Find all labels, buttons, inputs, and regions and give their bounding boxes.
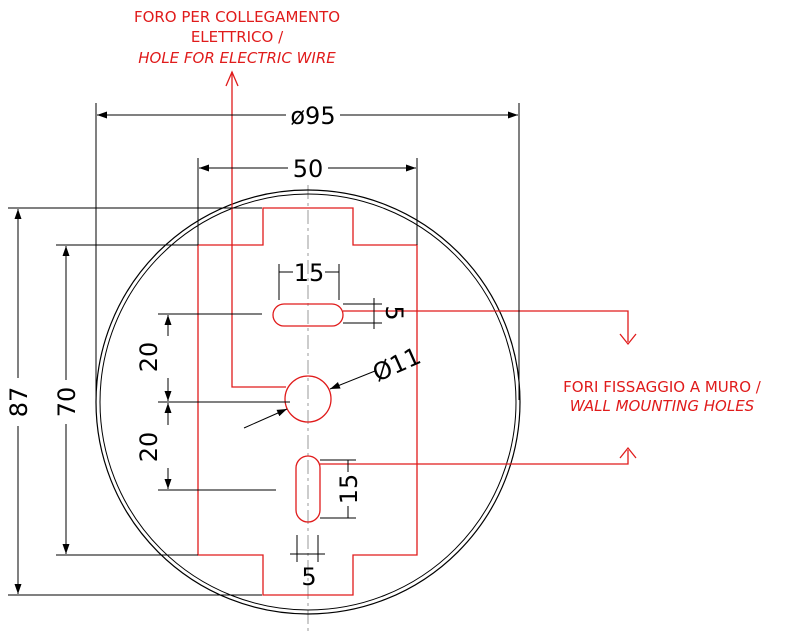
outer-circle-inner-edge [99,193,517,611]
dim-15-bottom-label: 15 [335,474,363,505]
dim-5-top-label: 5 [380,305,408,320]
top-slot-leader-arrowhead [619,333,637,346]
dim-70-label: 70 [53,387,81,418]
dim-95-label: ø95 [290,102,335,130]
outer-circle [95,189,521,615]
note-electric-hole-line2: ELETTRICO / [191,28,284,46]
dim-5-bottom-label: 5 [301,563,316,591]
dim-50-label: 50 [293,155,324,183]
top-slot-leader [343,310,629,342]
dim-11-leader-upper [329,370,376,390]
bottom-slot-leader [320,450,629,465]
note-electric-hole-line1: FORO PER COLLEGAMENTO [134,8,340,26]
dim-20-lower-label: 20 [135,432,163,463]
dim-11-leader-lower [243,408,288,429]
dim-20-upper-label: 20 [135,342,163,373]
electric-wire-leader [231,72,286,388]
note-electric-hole-line3: HOLE FOR ELECTRIC WIRE [138,49,336,67]
bottom-slot-leader-arrowhead [619,446,637,459]
note-mounting-line2: WALL MOUNTING HOLES [570,397,755,415]
electric-wire-leader-arrowhead [225,70,239,87]
dim-87-label: 87 [5,387,33,418]
dim-15-top-label: 15 [294,259,325,287]
top-mounting-slot [272,303,344,327]
center-wire-hole [284,375,332,423]
note-mounting-line1: FORI FISSAGGIO A MURO / [563,378,762,396]
bottom-mounting-slot [295,455,321,523]
